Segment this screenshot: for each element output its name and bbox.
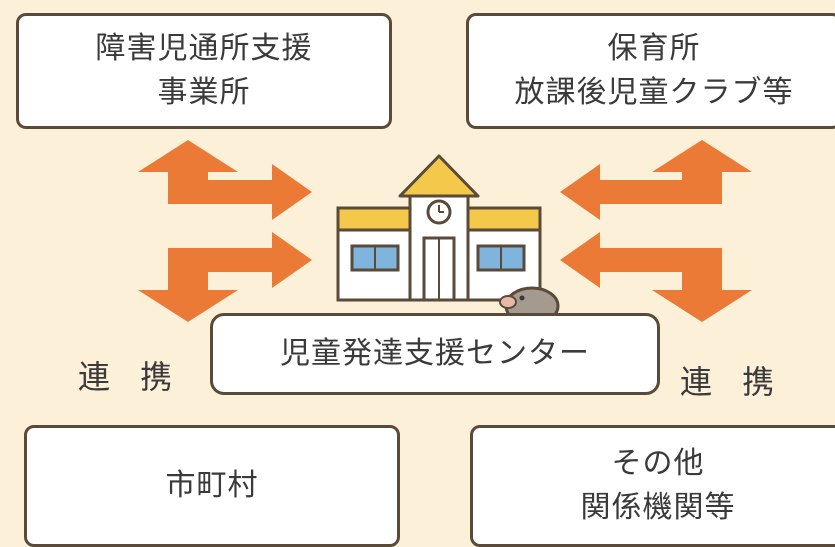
arrow-right-upper — [560, 140, 752, 220]
box-other-related-organizations: その他 関係機関等 — [470, 425, 835, 547]
cooperation-label-right: 連 携 — [680, 363, 785, 401]
box-tr-line2: 放課後児童クラブ等 — [514, 75, 794, 110]
arrow-left-upper — [138, 140, 312, 220]
arrow-left-lower — [138, 232, 312, 322]
box-municipality: 市町村 — [24, 425, 400, 547]
box-tl-line2: 事業所 — [157, 75, 251, 110]
box-bl-line1: 市町村 — [165, 468, 259, 503]
box-tr-line1: 保育所 — [607, 31, 701, 66]
box-disability-day-support-office: 障害児通所支援 事業所 — [16, 13, 392, 129]
box-nursery-afterschool-club: 保育所 放課後児童クラブ等 — [466, 13, 835, 129]
cooperation-label-left: 連 携 — [78, 358, 183, 396]
box-br-line1: その他 — [611, 446, 705, 481]
box-tl-line1: 障害児通所支援 — [95, 31, 313, 66]
arrow-right-lower — [560, 232, 752, 322]
box-br-line2: 関係機関等 — [580, 490, 736, 525]
school-building-icon — [336, 154, 542, 302]
center-label: 児童発達支援センター — [280, 336, 590, 371]
box-child-development-support-center: 児童発達支援センター — [210, 313, 660, 395]
